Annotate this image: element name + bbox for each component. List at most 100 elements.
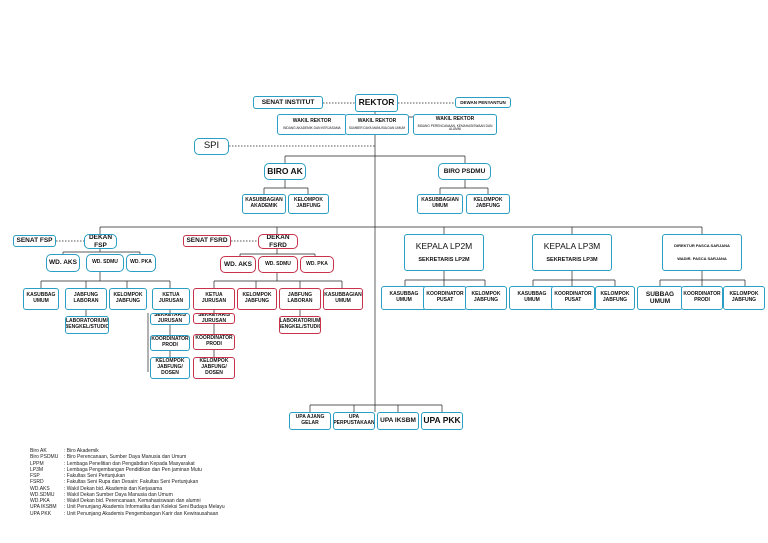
kasubbagian-akademik-box: KASUBBAGIAN AKADEMIK [242, 194, 286, 214]
fsrd-kelompok-jabfung-box: KELOMPOK JABFUNG [237, 288, 277, 310]
legend-row: Biro AK : Biro Akademik [30, 448, 225, 454]
fsp-koordinator-prodi-box: KOORDINATOR PRODI [150, 335, 190, 351]
dewan-penyantun-box: DEWAN PENYANTUN [455, 97, 511, 108]
fsrd-koordinator-prodi-box: KOORDINATOR PRODI [193, 334, 235, 350]
legend-desc: : Unit Penunjang Akademis Pengembangan K… [64, 510, 219, 517]
wakil-rektor-2-title: WAKIL REKTOR [357, 117, 397, 124]
lp3m-header-box: KEPALA LP3M SEKRETARIS LP3M [532, 234, 612, 271]
fsrd-kasubbagian-umum-box: KASUBBAGIAN UMUM [323, 288, 363, 310]
pasca-kelompok-jabfung-box: KELOMPOK JABFUNG [723, 286, 765, 310]
biro-psdmu-box: BIRO PSDMU [438, 163, 491, 180]
wakil-rektor-1-box: WAKIL REKTOR BIDANG AKADEMIK DAN KERJASA… [277, 114, 347, 135]
legend-desc: : Lembaga Penelitian dan Pengabdian Kepa… [64, 460, 195, 467]
biro-psdmu-kelompok-jabfung-box: KELOMPOK JABFUNG [466, 194, 510, 214]
sekretaris-lp3m-label: SEKRETARIS LP3M [546, 256, 598, 263]
legend-abbr: WD.AKS [30, 485, 50, 492]
biro-ak-kelompok-jabfung-box: KELOMPOK JABFUNG [288, 194, 329, 214]
kasubbagian-umum-box: KASUBBAGIAN UMUM [417, 194, 463, 214]
fsp-jabfung-laboran-box: JABFUNG LABORAN [65, 288, 107, 310]
legend-abbr: WD.PKA [30, 498, 50, 504]
wakil-rektor-1-sub: BIDANG AKADEMIK DAN KERJASAMA [283, 125, 341, 130]
pasca-subbag-umum-box: SUBBAG UMUM [637, 286, 683, 310]
legend-abbr: Biro AK [30, 448, 47, 454]
legend-row: LPPM : Lembaga Penelitian dan Pengabdian … [30, 461, 225, 467]
wakil-rektor-3-box: WAKIL REKTOR BIDANG PERENCANAAN, KEMAHAS… [413, 114, 497, 135]
pasca-header-box: DIREKTUR PASCA SARJANA WADIR. PASCA SARJ… [662, 234, 742, 271]
legend-row: LP3M : Lembaga Pengembangan Pendidikan da… [30, 467, 225, 473]
kepala-lp2m-label: KEPALA LP2M [415, 240, 473, 251]
fsrd-kelompok-jabfung-dosen-box: KELOMPOK JABFUNG/ DOSEN [193, 357, 235, 379]
legend-abbr: FSP [30, 473, 40, 479]
fsp-laboratorium-box: LABORATORIUM/ BENGKEL/STUDIO [65, 316, 109, 334]
lp3m-kasubbag-umum-box: KASUBBAG UMUM [509, 286, 555, 310]
fsrd-wd-pka-box: WD. PKA [300, 256, 334, 273]
lp2m-kelompok-jabfung-box: KELOMPOK JABFUNG [465, 286, 507, 310]
fsrd-wd-aks-box: WD. AKS [220, 256, 256, 273]
wakil-rektor-2-sub: SUMBER DAYA MANUSIA DAN UMUM [348, 125, 406, 130]
fsrd-laboratorium-box: LABORATORIUM BENGKEL/STUDIO [279, 316, 321, 334]
legend-row: UPA PKK : Unit Penunjang Akademis Pengemb… [30, 511, 225, 517]
legend-abbr: UPA IKSBM [30, 504, 57, 511]
legend-desc: : Wakil Dekan bid. Akademis dan Kerjasam… [64, 485, 163, 492]
fsrd-wd-sdmu-box: WD. SDMU [258, 256, 298, 273]
spi-box: SPI [194, 138, 229, 155]
legend-row: FSRD : Fakultas Seni Rupa dan Desain: Fak… [30, 479, 225, 485]
lp3m-kelompok-jabfung-box: KELOMPOK JABFUNG [595, 286, 635, 310]
legend-desc: : Fakultas Seni Rupa dan Desain: Fakulta… [64, 479, 199, 486]
upa-iksbm-box: UPA IKSBM [377, 412, 419, 430]
senat-fsrd-box: SENAT FSRD [183, 235, 231, 247]
legend-abbr: FSRD [30, 479, 44, 486]
fsp-kasubbag-umum-box: KASUBBAG UMUM [23, 288, 59, 310]
legend-desc: : Fakultas Seni Pertunjukan [64, 473, 126, 479]
legend-row: UPA IKSBM : Unit Penunjang Akademis Infor… [30, 504, 225, 510]
legend-row: WD.PKA : Wakil Dekan bid. Perencanaan, Ke… [30, 498, 225, 504]
wakil-rektor-1-title: WAKIL REKTOR [292, 117, 332, 124]
lp2m-koordinator-pusat-box: KOORDINATOR PUSAT [423, 286, 467, 310]
fsrd-jabfung-laboran-box: JABFUNG LABORAN [279, 288, 321, 310]
legend-desc: : Wakil Dekan Sumber Daya Manusia dan Um… [64, 491, 173, 498]
kepala-lp3m-label: KEPALA LP3M [543, 240, 601, 251]
fsp-ketua-jurusan-box: KETUA JURUSAN [152, 288, 190, 310]
wakil-rektor-2-box: WAKIL REKTOR SUMBER DAYA MANUSIA DAN UMU… [345, 114, 409, 135]
rektor-box: REKTOR [355, 94, 398, 112]
fsrd-ketua-jurusan-box: KETUA JURUSAN [193, 288, 235, 310]
fsp-wd-pka-box: WD. PKA [126, 254, 156, 272]
legend-abbr: LPPM [30, 460, 44, 467]
wakil-rektor-3-sub: BIDANG PERENCANAAN, KEMAHASISWAAN DAN AL… [417, 123, 493, 132]
upa-ajang-gelar-box: UPA AJANG GELAR [289, 412, 331, 430]
fsp-wd-sdmu-box: WD. SDMU [86, 254, 124, 272]
lp2m-kasubbag-umum-box: KASUBBAG UMUM [381, 286, 427, 310]
legend-abbr: LP3M [30, 466, 44, 473]
legend-desc: : Wakil Dekan bid. Perencanaan, Kemahasi… [64, 498, 201, 504]
fsp-kelompok-jabfung-box: KELOMPOK JABFUNG [109, 288, 147, 310]
legend-row: WD.AKS : Wakil Dekan bid. Akademis dan Ke… [30, 486, 225, 492]
legend-row: Biro PSDMU : Biro Perencanaan, Sumber Day… [30, 454, 225, 460]
upa-perpustakaan-box: UPA PERPUSTAKAAN [333, 412, 375, 430]
lp2m-header-box: KEPALA LP2M SEKRETARIS LP2M [404, 234, 484, 271]
direktur-pasca-label: DIREKTUR PASCA SARJANA [674, 242, 730, 248]
legend-abbr: WD.SDMU [30, 491, 55, 498]
legend-desc: : Biro Perencanaan, Sumber Daya Manusia … [64, 454, 187, 461]
pasca-koordinator-prodi-box: KOORDINATOR PRODI [681, 286, 723, 310]
lp3m-koordinator-pusat-box: KOORDINATOR PUSAT [551, 286, 595, 310]
biro-ak-box: BIRO AK [264, 163, 306, 180]
legend-row: WD.SDMU : Wakil Dekan Sumber Daya Manusia… [30, 492, 225, 498]
legend-desc: : Unit Penunjang Akademis Informatika da… [64, 504, 225, 511]
fsp-sekretaris-jurusan-box: SEKRETARIS JURUSAN [150, 313, 190, 325]
legend-abbr: Biro PSDMU [30, 454, 59, 461]
legend-row: FSP : Fakultas Seni Pertunjukan [30, 473, 225, 479]
senat-fsp-box: SENAT FSP [13, 235, 56, 247]
fsp-wd-aks-box: WD. AKS [46, 254, 80, 272]
dekan-fsrd-box: DEKAN FSRD [258, 234, 298, 249]
senat-institut-box: SENAT INSTITUT [253, 96, 323, 109]
legend-desc: : Biro Akademik [64, 448, 99, 454]
upa-pkk-box: UPA PKK [421, 412, 463, 430]
legend-abbr: UPA PKK [30, 510, 52, 517]
wadir-pasca-label: WADIR. PASCA SARJANA [677, 255, 727, 261]
dekan-fsp-box: DEKAN FSP [84, 234, 117, 249]
legend-desc: : Lembaga Pengembangan Pendidikan dan Pe… [64, 466, 202, 473]
wakil-rektor-3-title: WAKIL REKTOR [435, 115, 475, 122]
fsp-kelompok-jabfung-dosen-box: KELOMPOK JABFUNG/ DOSEN [150, 357, 190, 379]
